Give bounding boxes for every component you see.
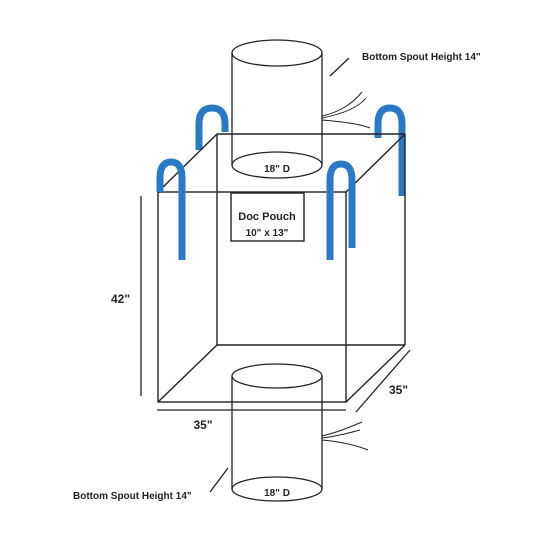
front-right-lift-loop bbox=[326, 160, 356, 260]
depth-dimension-line bbox=[355, 349, 411, 413]
bottom-diameter-label: 18" D bbox=[264, 488, 290, 499]
front-left-lift-loop bbox=[156, 158, 186, 260]
doc-pouch: Doc Pouch 10" x 13" bbox=[230, 192, 305, 242]
top-spout-label: Bottom Spout Height 14" bbox=[362, 52, 481, 63]
doc-pouch-title: Doc Pouch bbox=[238, 211, 296, 223]
top-spout-leader-line bbox=[329, 57, 350, 77]
top-spout-rim bbox=[231, 39, 323, 67]
bottom-spout-label: Bottom Spout Height 14" bbox=[73, 491, 192, 502]
width-label: 35" bbox=[193, 418, 212, 432]
back-lift-loops bbox=[195, 104, 406, 196]
doc-pouch-frame bbox=[230, 192, 305, 242]
front-lift-loops bbox=[156, 158, 356, 260]
top-spout-base bbox=[231, 151, 323, 179]
bottom-spout bbox=[231, 363, 369, 502]
bottom-spout-top bbox=[231, 363, 323, 389]
back-left-lift-loop bbox=[195, 104, 229, 150]
top-diameter-label: 18" D bbox=[264, 164, 290, 175]
depth-label: 35" bbox=[389, 383, 408, 397]
top-spout-tie-string bbox=[321, 91, 371, 129]
bag-front-face bbox=[157, 191, 347, 403]
height-label: 42" bbox=[111, 292, 130, 306]
bottom-spout-base bbox=[231, 476, 323, 502]
back-right-lift-loop bbox=[374, 104, 406, 196]
dimension-lines bbox=[140, 57, 411, 493]
top-spout bbox=[231, 39, 371, 179]
bottom-spout-leader-line bbox=[209, 467, 229, 493]
doc-pouch-size: 10" x 13" bbox=[246, 228, 289, 239]
bag-body bbox=[157, 133, 406, 403]
bottom-spout-tie-string bbox=[321, 421, 369, 451]
